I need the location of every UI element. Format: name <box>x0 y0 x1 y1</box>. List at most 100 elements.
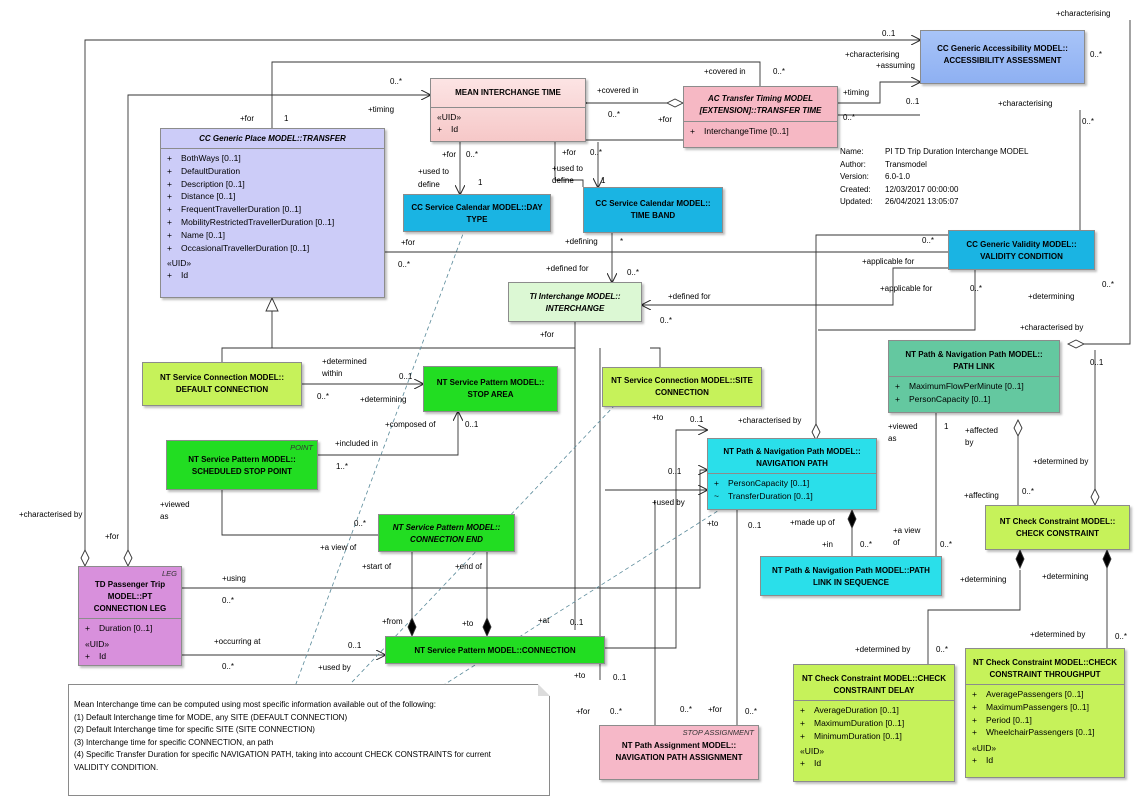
role-label: +for <box>562 148 577 157</box>
info-version-key: Version: <box>840 172 869 181</box>
attribute: +AverageDuration [0..1] <box>800 705 899 715</box>
info-name-value: PI TD Trip Duration Interchange MODEL <box>885 147 1029 156</box>
class-check-constraint[interactable]: NT Check Constraint MODEL:: CHECK CONSTR… <box>985 505 1130 550</box>
class-check-constraint-delay-title: NT Check Constraint MODEL::CHECK CONSTRA… <box>801 674 946 695</box>
attribute: +Distance [0..1] <box>167 191 236 202</box>
multiplicity-label: 0..1 <box>668 467 682 476</box>
multiplicity-label: 0..1 <box>613 673 627 682</box>
role-label: of <box>893 538 900 547</box>
role-label: +occurring at <box>214 637 261 646</box>
class-transfer-time[interactable]: AC Transfer Timing MODEL [EXTENSION]::TR… <box>683 86 838 148</box>
class-path-link-in-sequence[interactable]: NT Path & Navigation Path MODEL::PATH LI… <box>760 556 942 596</box>
class-validity-condition[interactable]: CC Generic Validity MODEL:: VALIDITY CON… <box>948 230 1095 270</box>
role-label: +covered in <box>704 67 746 76</box>
role-label: +determined by <box>1033 457 1089 466</box>
role-label: by <box>965 438 974 447</box>
multiplicity-label: 0..* <box>590 148 603 157</box>
class-check-constraint-throughput-title: NT Check Constraint MODEL::CHECK CONSTRA… <box>972 658 1117 679</box>
class-time-band-title: CC Service Calendar MODEL:: TIME BAND <box>595 199 711 220</box>
class-transfer[interactable]: CC Generic Place MODEL::TRANSFER +BothWa… <box>160 128 385 298</box>
info-updated-value: 26/04/2021 13:05:07 <box>885 197 959 206</box>
class-scheduled-stop-point[interactable]: POINT NT Service Pattern MODEL:: SCHEDUL… <box>166 440 318 490</box>
info-created-key: Created: <box>840 184 871 194</box>
role-label: +timing <box>843 88 870 97</box>
class-navigation-path[interactable]: NT Path & Navigation Path MODEL:: NAVIGA… <box>707 438 877 510</box>
class-stop-area[interactable]: NT Service Pattern MODEL:: STOP AREA <box>423 366 558 412</box>
role-label: +for <box>240 114 255 123</box>
role-label: +to <box>574 671 586 680</box>
role-label: +determined <box>322 357 367 366</box>
multiplicity-label: 0..* <box>843 113 856 122</box>
class-transfer-attributes: +BothWays [0..1] +DefaultDuration +Descr… <box>161 149 384 256</box>
multiplicity-label: 0..* <box>627 268 640 277</box>
attribute: +MaximumDuration [0..1] <box>800 717 905 728</box>
class-mean-interchange-time-title: MEAN INTERCHANGE TIME <box>455 88 561 97</box>
uid-stereotype: «UID» <box>167 258 192 269</box>
multiplicity-label: 0..* <box>398 260 411 269</box>
multiplicity-label: 0..* <box>970 284 983 293</box>
uid-stereotype: «UID» <box>437 112 462 122</box>
class-connection-end[interactable]: NT Service Pattern MODEL:: CONNECTION EN… <box>378 514 515 552</box>
role-label: +used by <box>652 498 685 507</box>
role-label: +from <box>382 617 403 626</box>
multiplicity-label: 0..* <box>660 316 673 325</box>
attribute: +FrequentTravellerDuration [0..1] <box>167 204 302 215</box>
role-label: +applicable for <box>880 284 933 293</box>
class-site-connection[interactable]: NT Service Connection MODEL::SITE CONNEC… <box>602 367 762 407</box>
role-label: +a view of <box>320 543 357 552</box>
multiplicity-label: 1 <box>944 422 949 431</box>
role-label: +viewed <box>160 500 190 509</box>
role-label: +defining <box>565 237 598 246</box>
role-label: +assuming <box>876 61 915 70</box>
multiplicity-label: 0..1 <box>399 372 413 381</box>
info-updated-key: Updated: <box>840 197 873 206</box>
attribute: +MaximumPassengers [0..1] <box>972 701 1089 712</box>
class-accessibility-assessment[interactable]: CC Generic Accessibility MODEL:: ACCESSI… <box>920 30 1085 84</box>
class-check-constraint-delay-uid: +Id <box>800 758 822 769</box>
class-check-constraint-delay[interactable]: NT Check Constraint MODEL::CHECK CONSTRA… <box>793 664 955 782</box>
role-label: +to <box>652 413 664 422</box>
class-connection[interactable]: NT Service Pattern MODEL::CONNECTION <box>385 636 605 664</box>
class-pt-connection-leg-attributes: +Duration [0..1] <box>79 619 181 637</box>
class-navigation-path-assignment[interactable]: STOP ASSIGNMENT NT Path Assignment MODEL… <box>599 725 759 780</box>
role-label: +for <box>442 150 457 159</box>
class-pt-connection-leg-uid: +Id <box>85 650 107 661</box>
stereotype-label: LEG <box>161 569 177 578</box>
role-label: +at <box>538 616 550 625</box>
multiplicity-label: 0..* <box>608 110 621 119</box>
uid-stereotype: «UID» <box>972 743 997 754</box>
diagram-info: Name:PI TD Trip Duration Interchange MOD… <box>840 146 1028 209</box>
class-time-band[interactable]: CC Service Calendar MODEL:: TIME BAND <box>583 187 723 233</box>
multiplicity-label: 0..1 <box>748 521 762 530</box>
class-path-link-title: NT Path & Navigation Path MODEL:: PATH L… <box>905 350 1043 371</box>
class-mean-interchange-time-uid: +Id <box>437 124 459 134</box>
role-label: +affected <box>965 426 998 435</box>
class-day-type[interactable]: CC Service Calendar MODEL::DAY TYPE <box>403 194 551 232</box>
separator <box>79 618 181 619</box>
separator <box>889 376 1059 377</box>
role-label: +determining <box>360 395 407 404</box>
multiplicity-label: * <box>620 237 624 246</box>
class-day-type-title: CC Service Calendar MODEL::DAY TYPE <box>411 203 543 224</box>
multiplicity-label: 0..* <box>680 705 693 714</box>
class-path-link-attributes: +MaximumFlowPerMinute [0..1] +PersonCapa… <box>889 377 1059 408</box>
class-default-connection[interactable]: NT Service Connection MODEL:: DEFAULT CO… <box>142 362 302 406</box>
role-label: within <box>322 369 343 378</box>
class-check-constraint-delay-attributes: +AverageDuration [0..1] +MaximumDuration… <box>794 701 954 744</box>
role-label: +start of <box>362 562 392 571</box>
multiplicity-label: 0..1 <box>906 97 920 106</box>
multiplicity-label: 1 <box>284 114 289 123</box>
role-label: +characterised by <box>1020 323 1084 332</box>
info-created-value: 12/03/2017 00:00:00 <box>885 184 959 194</box>
attribute: +MobilityRestrictedTravellerDuration [0.… <box>167 216 335 227</box>
class-interchange[interactable]: TI Interchange MODEL:: INTERCHANGE <box>508 282 642 322</box>
attribute: +BothWays [0..1] <box>167 153 241 163</box>
multiplicity-label: 0..1 <box>1090 358 1104 367</box>
attribute: +AveragePassengers [0..1] <box>972 689 1084 699</box>
separator <box>684 121 837 122</box>
class-check-constraint-throughput[interactable]: NT Check Constraint MODEL::CHECK CONSTRA… <box>965 648 1125 778</box>
class-pt-connection-leg[interactable]: LEG TD Passenger Trip MODEL::PT CONNECTI… <box>78 566 182 666</box>
class-mean-interchange-time[interactable]: MEAN INTERCHANGE TIME «UID» +Id <box>430 78 586 142</box>
class-connection-end-title: NT Service Pattern MODEL:: CONNECTION EN… <box>392 523 501 544</box>
class-path-link[interactable]: NT Path & Navigation Path MODEL:: PATH L… <box>888 340 1060 413</box>
